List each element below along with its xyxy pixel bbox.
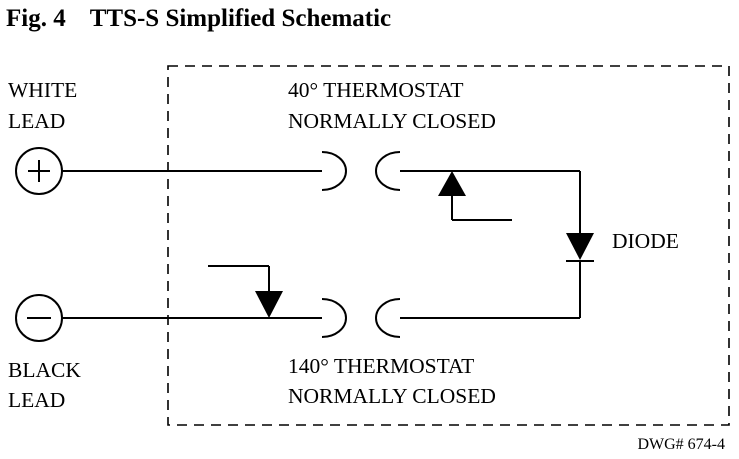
figure-title-text: TTS-S Simplified Schematic (89, 5, 392, 32)
diode-symbol (566, 233, 594, 260)
figure-number: Fig. 4 (6, 5, 66, 32)
drawing-number: DWG# 674-4 (637, 436, 725, 453)
bottom-thermostat-label-line1: 140° THERMOSTAT (288, 354, 475, 378)
bottom-thermostat-label-line2: NORMALLY CLOSED (288, 384, 496, 408)
dashed-enclosure (167, 65, 730, 426)
white-lead-label-line2: LEAD (8, 109, 66, 133)
bottom-thermostat-arrow (208, 265, 283, 318)
black-lead-label-line2: LEAD (8, 388, 66, 412)
top-thermostat-symbol (321, 151, 401, 191)
diode-label: DIODE (612, 229, 679, 253)
white-lead-label-line1: WHITE (8, 78, 78, 102)
bottom-thermostat-symbol (321, 298, 401, 338)
top-thermostat-label-line2: NORMALLY CLOSED (288, 109, 496, 133)
black-lead-label-line1: BLACK (8, 358, 81, 382)
top-thermostat-arrow (438, 171, 512, 221)
top-thermostat-label-line1: 40° THERMOSTAT (288, 78, 464, 102)
figure-title: Fig. 4 TTS-S Simplified Schematic (6, 6, 391, 31)
